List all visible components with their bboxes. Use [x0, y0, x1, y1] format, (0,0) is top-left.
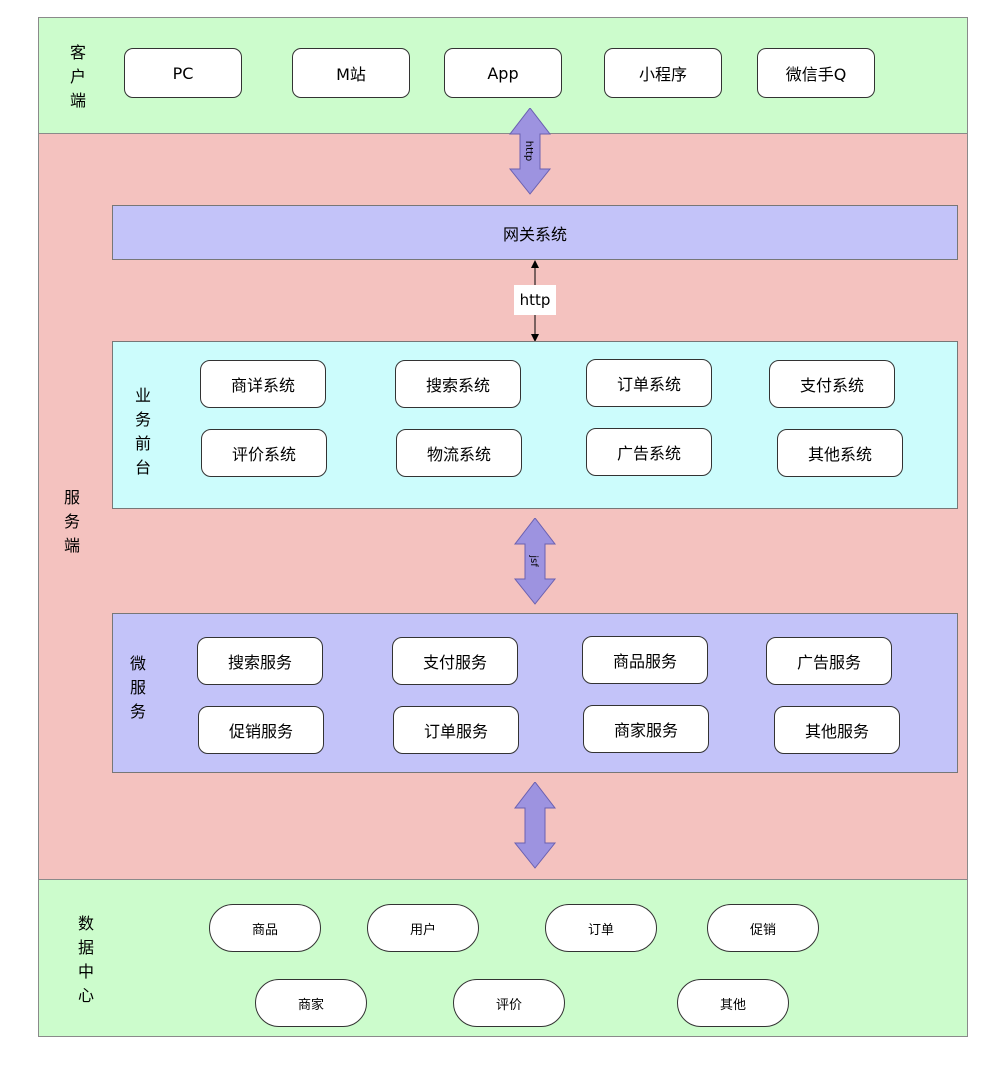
gateway-system[interactable]: 网关系统	[112, 205, 958, 260]
frontend-advertising[interactable]: 广告系统	[586, 428, 712, 476]
frontend-other[interactable]: 其他系统	[777, 429, 903, 477]
business-frontend-label: 业务前台	[134, 386, 151, 477]
gateway-http-label: http	[514, 285, 556, 315]
data-merchant[interactable]: 商家	[255, 979, 367, 1027]
client-layer-label: 客户端	[69, 43, 86, 110]
micro-data-arrow	[513, 782, 557, 869]
client-m-site[interactable]: M站	[292, 48, 410, 98]
micro-payment[interactable]: 支付服务	[392, 637, 518, 685]
client-pc[interactable]: PC	[124, 48, 242, 98]
data-promotion[interactable]: 促销	[707, 904, 819, 952]
microservices-label: 微服务	[129, 654, 146, 721]
frontend-micro-arrow: jsf	[513, 518, 557, 605]
server-layer-label: 服务端	[63, 488, 80, 555]
data-review[interactable]: 评价	[453, 979, 565, 1027]
gateway-label: 网关系统	[502, 224, 567, 244]
data-order[interactable]: 订单	[545, 904, 657, 952]
micro-order[interactable]: 订单服务	[393, 706, 519, 754]
frontend-payment[interactable]: 支付系统	[769, 360, 895, 408]
client-layer: 客户端 PC M站 App 小程序 微信手Q	[38, 17, 968, 134]
frontend-logistics[interactable]: 物流系统	[396, 429, 522, 477]
client-server-arrow: http	[508, 108, 552, 195]
micro-product[interactable]: 商品服务	[582, 636, 708, 684]
data-product[interactable]: 商品	[209, 904, 321, 952]
micro-advertising[interactable]: 广告服务	[766, 637, 892, 685]
data-user[interactable]: 用户	[367, 904, 479, 952]
frontend-order[interactable]: 订单系统	[586, 359, 712, 407]
frontend-micro-arrow-label: jsf	[528, 554, 539, 567]
frontend-product-detail[interactable]: 商详系统	[200, 360, 326, 408]
frontend-review[interactable]: 评价系统	[201, 429, 327, 477]
business-frontend: 业务前台 商详系统 搜索系统 订单系统 支付系统 评价系统 物流系统 广告系统 …	[112, 341, 958, 509]
micro-search[interactable]: 搜索服务	[197, 637, 323, 685]
frontend-search[interactable]: 搜索系统	[395, 360, 521, 408]
data-other[interactable]: 其他	[677, 979, 789, 1027]
client-wechat-qq[interactable]: 微信手Q	[757, 48, 875, 98]
data-center-layer: 数据中心 商品 用户 订单 促销 商家 评价 其他	[38, 879, 968, 1037]
micro-other[interactable]: 其他服务	[774, 706, 900, 754]
data-center-label: 数据中心	[77, 914, 94, 1005]
micro-promotion[interactable]: 促销服务	[198, 706, 324, 754]
micro-merchant[interactable]: 商家服务	[583, 705, 709, 753]
client-mini-program[interactable]: 小程序	[604, 48, 722, 98]
microservices: 微服务 搜索服务 支付服务 商品服务 广告服务 促销服务 订单服务 商家服务 其…	[112, 613, 958, 773]
client-app[interactable]: App	[444, 48, 562, 98]
client-server-arrow-label: http	[523, 141, 534, 162]
